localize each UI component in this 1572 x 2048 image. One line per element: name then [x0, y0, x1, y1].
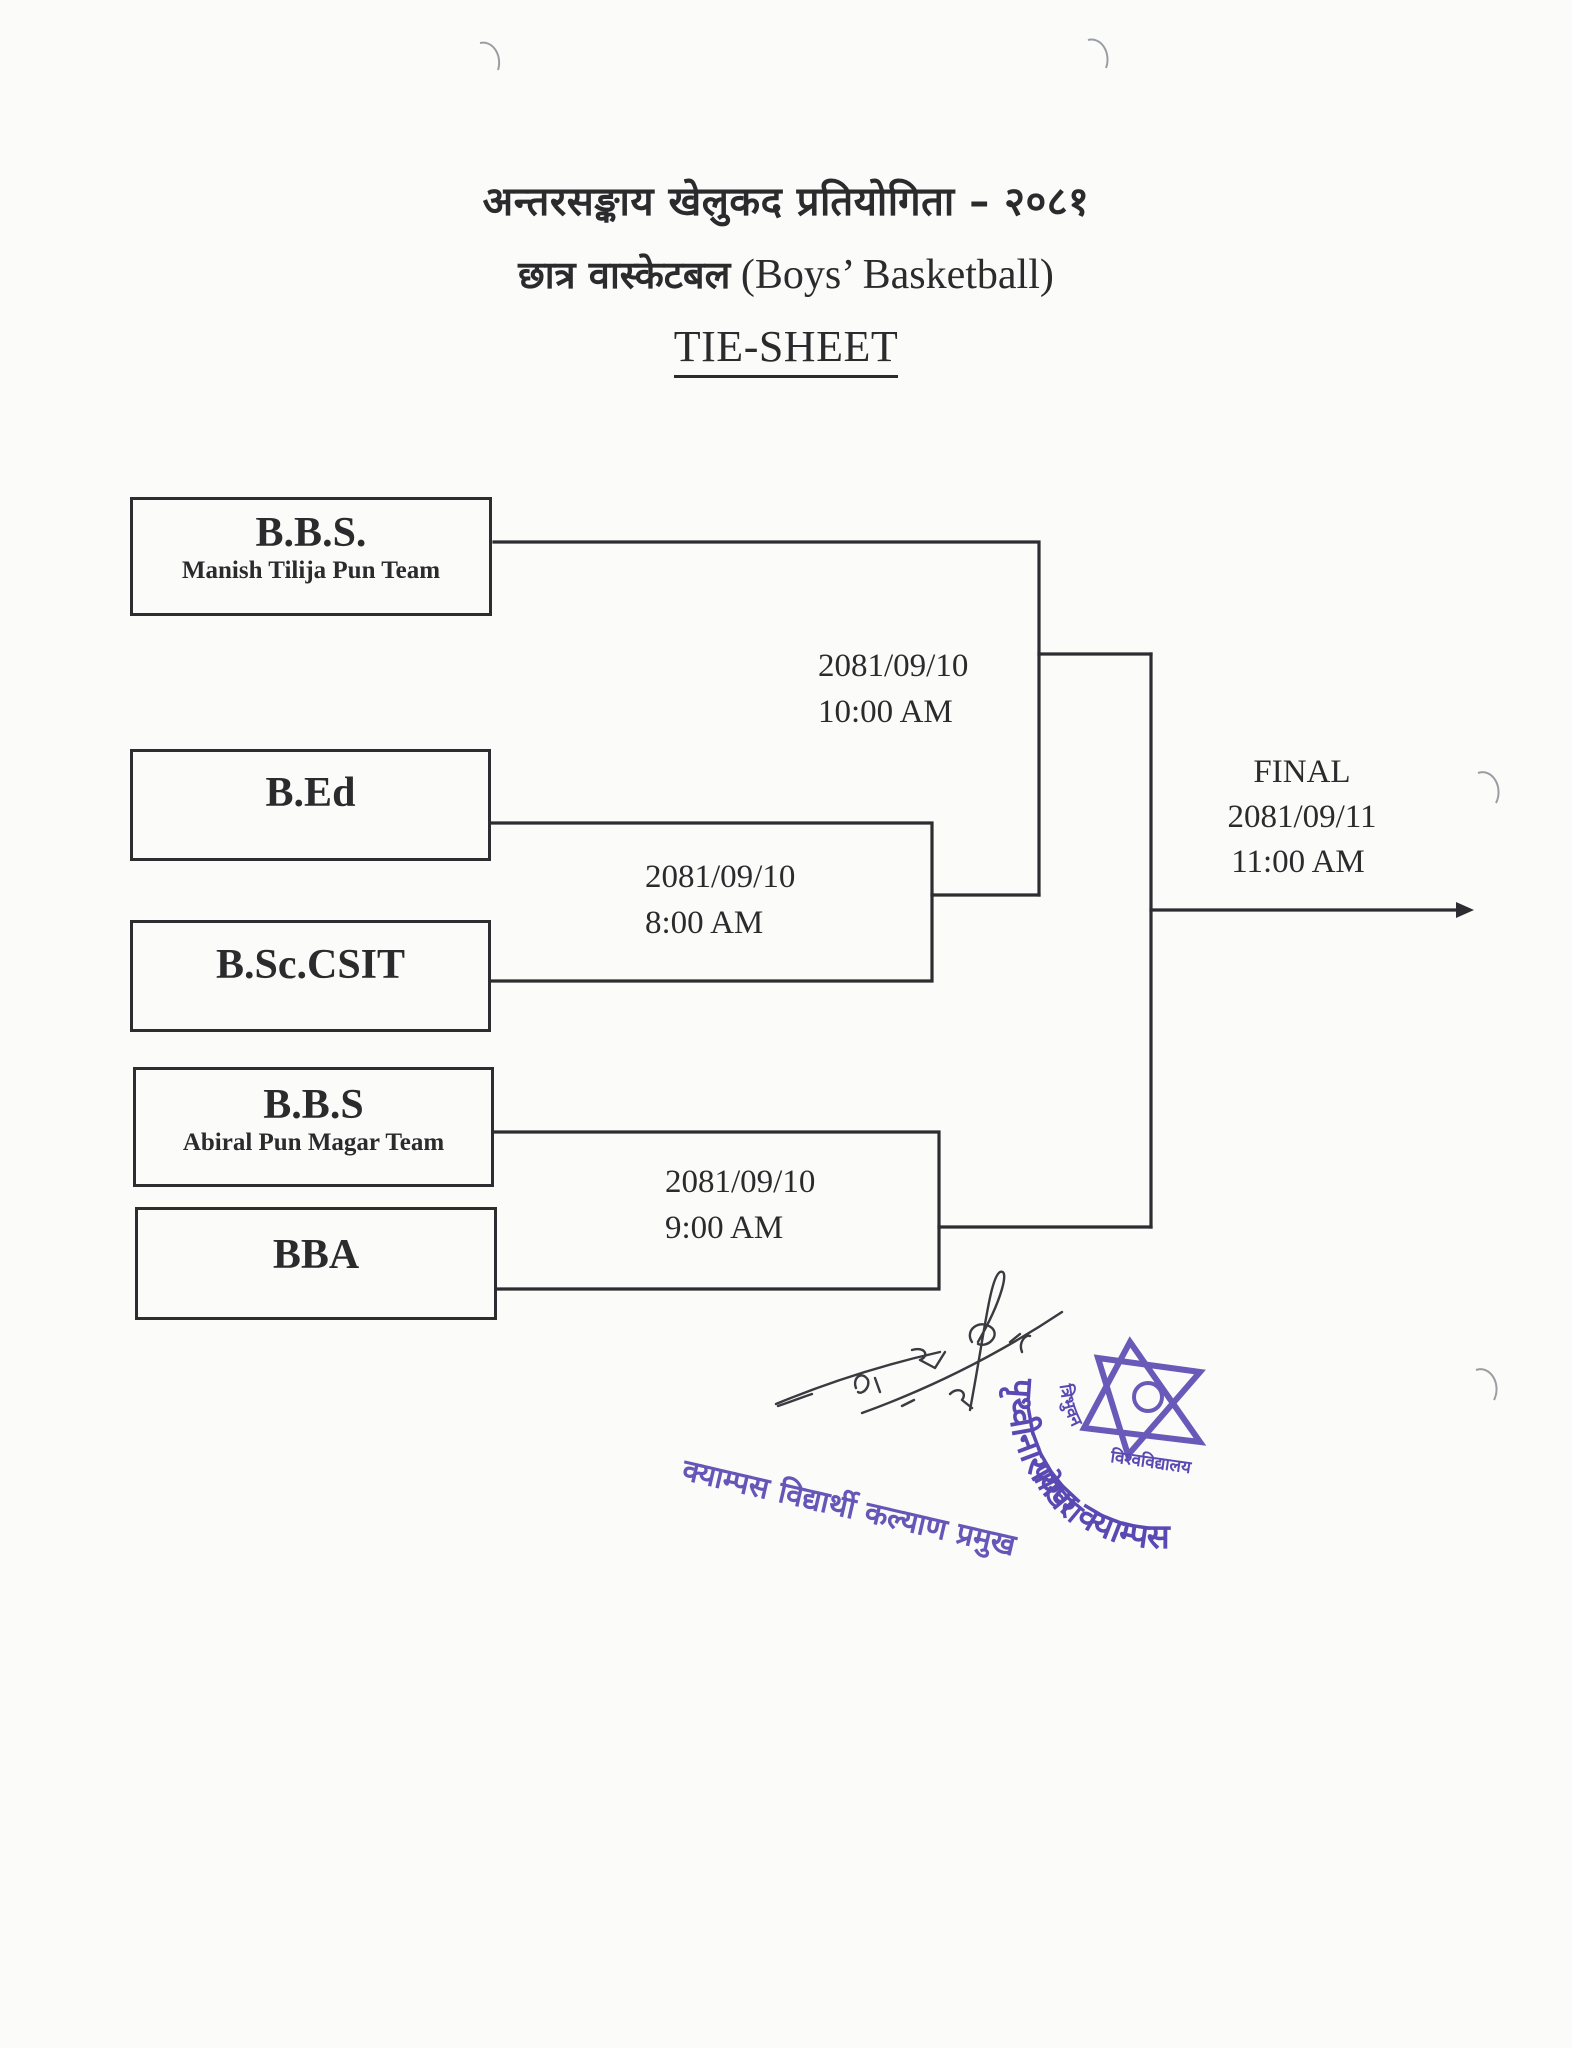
match-label-10am: 2081/09/10 10:00 AM	[818, 643, 968, 735]
team-box-bbs-abiral: B.B.S Abiral Pun Magar Team	[133, 1067, 494, 1187]
seal-university-text: त्रिभुवन	[1055, 1382, 1087, 1431]
punch-hole-mark	[479, 41, 501, 71]
match-time: 8:00 AM	[645, 905, 764, 941]
team-box-bbs-manish: B.B.S. Manish Tilija Pun Team	[130, 497, 492, 616]
final-time: 11:00 AM	[1231, 844, 1365, 880]
team-subtitle: Manish Tilija Pun Team	[181, 557, 441, 584]
match-label-9am: 2081/09/10 9:00 AM	[665, 1159, 815, 1251]
final-match-label: FINAL 2081/09/11 11:00 AM	[1192, 750, 1412, 885]
university-seal: पृथ्वीनारायण क्याम्पस त्रिभुवन विश्वविद्…	[998, 1336, 1207, 1557]
final-arrow-icon	[1456, 902, 1474, 918]
team-name: B.B.S	[263, 1082, 364, 1128]
team-name: B.Ed	[265, 770, 356, 816]
team-name: B.Sc.CSIT	[215, 942, 406, 988]
match-time: 9:00 AM	[665, 1210, 784, 1246]
tie-sheet-heading: TIE-SHEET	[0, 322, 1572, 378]
match-date: 2081/09/10	[645, 859, 796, 895]
bracket-line-match-1	[488, 821, 934, 983]
event-subtitle-english: (Boys’ Basketball)	[740, 252, 1054, 298]
signature	[774, 1270, 1064, 1415]
team-name: B.B.S.	[255, 510, 367, 556]
match-date: 2081/09/10	[665, 1164, 816, 1200]
team-subtitle: Abiral Pun Magar Team	[182, 1129, 445, 1156]
seal-star-emblem	[1079, 1336, 1207, 1462]
match-date: 2081/09/10	[818, 648, 969, 684]
team-box-bed: B.Ed	[130, 749, 491, 861]
tie-sheet-label: TIE-SHEET	[673, 322, 899, 378]
punch-hole-mark	[1087, 38, 1109, 69]
bracket-line-match-2	[492, 540, 1041, 897]
final-date: 2081/09/11	[1227, 799, 1377, 835]
seal-university-name: विश्वविद्यालय	[1108, 1446, 1193, 1478]
punch-hole-mark	[1475, 1368, 1498, 1401]
team-name: BBA	[272, 1232, 360, 1278]
match-time: 10:00 AM	[818, 694, 953, 730]
match-label-8am: 2081/09/10 8:00 AM	[645, 854, 795, 946]
event-subtitle-devanagari: छात्र वास्केटबल	[518, 253, 731, 297]
event-subtitle: छात्र वास्केटबल (Boys’ Basketball)	[0, 245, 1572, 305]
bracket-line-match-3	[493, 1130, 941, 1291]
team-box-bba: BBA	[135, 1207, 497, 1320]
event-title: अन्तरसङ्काय खेलुकद प्रतियोगिता – २०८१	[482, 179, 1090, 225]
punch-hole-marks	[479, 38, 1500, 1401]
punch-hole-mark	[1477, 771, 1500, 804]
final-title: FINAL	[1253, 754, 1351, 790]
team-box-bsc-csit: B.Sc.CSIT	[130, 920, 491, 1032]
